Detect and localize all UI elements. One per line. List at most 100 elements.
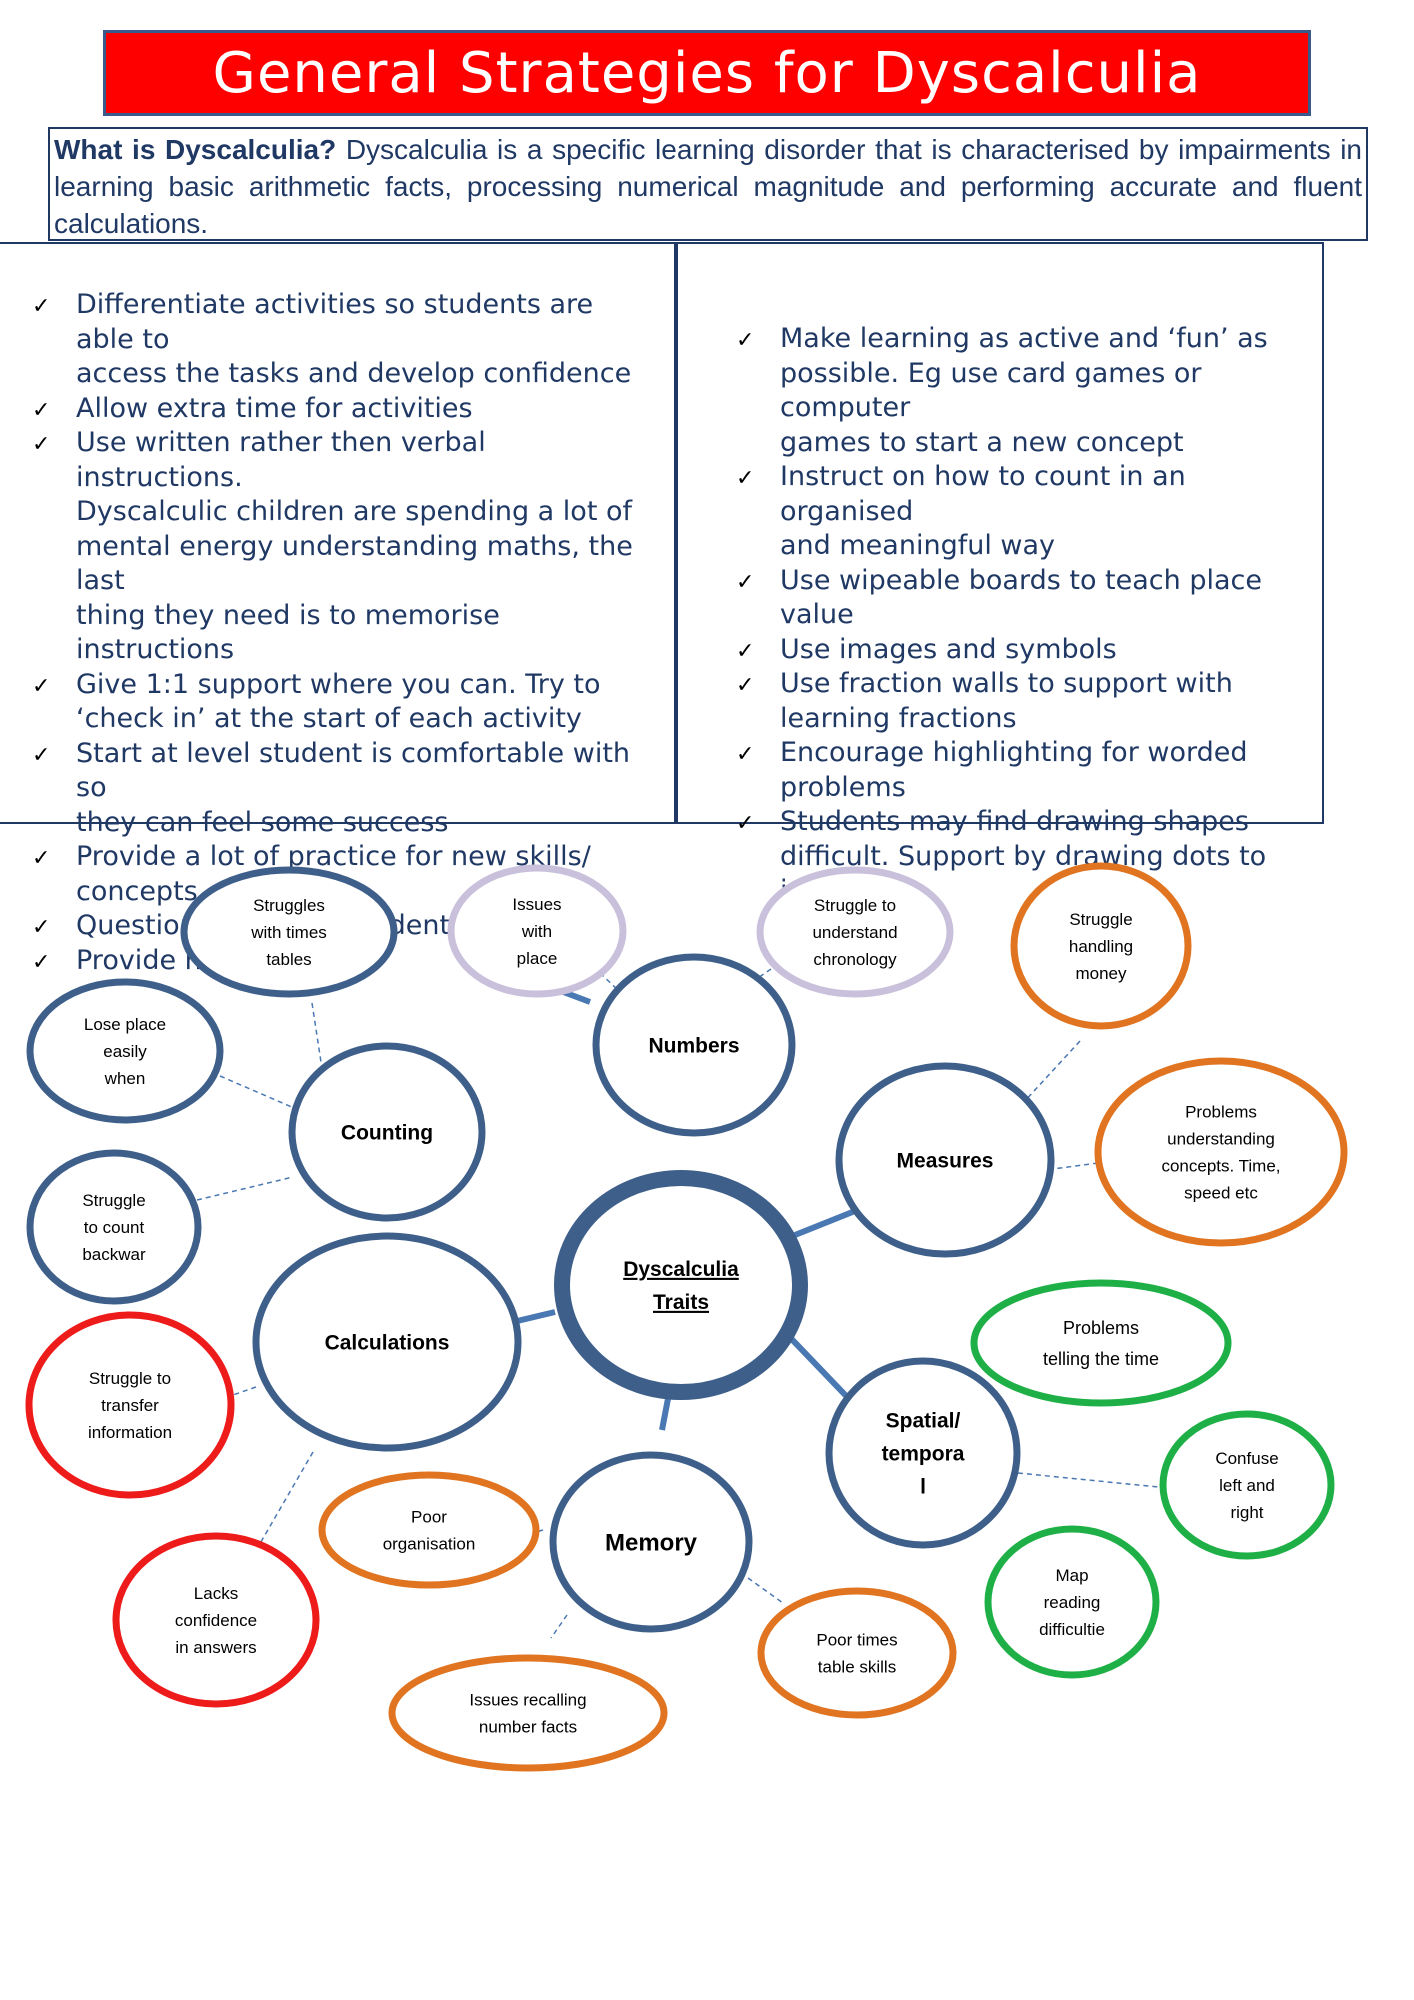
checkmark-icon: ✓ — [32, 432, 51, 457]
traits-mind-map: CountingNumbersMeasuresCalculationsSpati… — [25, 862, 1348, 1772]
right-strategy-item-line: Make learning as active and ‘fun’ as — [780, 323, 1268, 354]
leaf-times-tables-label: Struggles — [253, 896, 325, 915]
checkmark-icon: ✓ — [736, 638, 755, 664]
hub-memory-bubble — [549, 1451, 753, 1633]
left-strategy-item-line: concepts — [76, 875, 198, 907]
spoke-spatial — [778, 1325, 854, 1404]
right-strategy-item-line: learning fractions — [780, 702, 1017, 734]
checkmark-icon: ✓ — [736, 466, 755, 491]
left-strategy-item-line: mental energy understanding maths, the l… — [76, 530, 633, 597]
leaf-lose-place-bubble — [26, 978, 224, 1124]
page-title: General Strategies for Dyscalculia — [212, 40, 1202, 106]
left-strategy-item-line: Use written rather then verbal instructi… — [76, 427, 486, 493]
leaf-transfer-bubble — [25, 1311, 235, 1499]
leaf-organisation-label: organisation — [383, 1534, 476, 1553]
leaf-map-reading-label: difficultie — [1039, 1620, 1105, 1639]
right-strategy-item-line: Students may find drawing shapes — [780, 806, 1249, 837]
connector-transfer — [232, 1386, 257, 1396]
right-strategy-item-line: Encourage highlighting for worded — [780, 737, 1248, 768]
leaf-recalling-label: number facts — [479, 1717, 577, 1736]
leaf-telling-time-label: telling the time — [1043, 1349, 1159, 1369]
left-strategy-item-line: Allow extra time for activities — [76, 392, 473, 424]
leaf-count-back-label: to count — [84, 1218, 145, 1237]
hub-numbers-bubble — [592, 953, 796, 1137]
leaf-count-back-label: backwar — [82, 1245, 146, 1264]
right-strategy-item-line: Use fraction walls to support with — [780, 668, 1233, 699]
checkmark-icon: ✓ — [736, 673, 755, 698]
hub-memory-label: Memory — [605, 1529, 698, 1556]
hub-counting-label: Counting — [341, 1121, 433, 1144]
leaf-concepts-label: understanding — [1167, 1129, 1275, 1148]
leaf-concepts-label: speed etc — [1184, 1183, 1258, 1202]
leaf-left-right-label: Confuse — [1215, 1449, 1278, 1468]
leaf-transfer-label: Struggle to — [89, 1369, 171, 1388]
leaf-confidence-label: confidence — [175, 1611, 257, 1630]
checkmark-icon: ✓ — [736, 742, 755, 767]
leaf-issues-place-label: Issues — [512, 895, 561, 914]
connector-left-right — [1017, 1472, 1179, 1490]
leaf-chronology-label: Struggle to — [814, 896, 896, 915]
left-strategy-item: ✓Provide a lot of practice for new skill… — [28, 840, 658, 909]
leaf-times-skills-bubble — [757, 1587, 957, 1719]
leaf-times-skills-label: table skills — [818, 1657, 896, 1676]
checkmark-icon: ✓ — [32, 846, 51, 871]
connector-money — [1022, 1040, 1081, 1104]
leaf-map-reading-label: reading — [1044, 1593, 1101, 1612]
connector-recalling — [550, 1614, 568, 1639]
checkmark-icon: ✓ — [736, 569, 755, 595]
right-strategy-item-line: Use images and symbols — [780, 633, 1117, 665]
leaf-map-reading-label: Map — [1055, 1566, 1088, 1585]
title-banner: General Strategies for Dyscalculia — [103, 30, 1311, 116]
left-strategy-item-line: thing they need is to memorise instructi… — [76, 599, 500, 666]
leaf-issues-place-bubble — [447, 864, 627, 998]
left-strategy-item: ✓ Use written rather then verbal instruct… — [28, 426, 658, 668]
checkmark-icon: ✓ — [736, 811, 755, 836]
leaf-money-label: Struggle — [1069, 910, 1132, 929]
checkmark-icon: ✓ — [32, 742, 51, 768]
leaf-chronology-bubble — [756, 866, 954, 998]
leaf-organisation-label: Poor — [411, 1507, 447, 1526]
checkmark-icon: ✓ — [32, 673, 51, 699]
strategies-panel: ✓Differentiate activities so students ar… — [0, 242, 1324, 976]
column-divider — [674, 244, 678, 822]
hub-measures-label: Measures — [897, 1149, 994, 1172]
checkmark-icon: ✓ — [32, 915, 51, 940]
left-strategy-item: ✓Allow extra time for activities — [28, 392, 658, 427]
leaf-organisation-bubble — [318, 1471, 540, 1589]
right-strategy-item-line: problems — [780, 771, 906, 803]
leaf-chronology-label: understand — [812, 923, 897, 942]
leaf-money-bubble — [1010, 862, 1192, 1030]
connector-lose-place — [219, 1075, 295, 1109]
left-strategy-item: ✓ Start at level student is comfortable w… — [28, 737, 658, 841]
leaf-telling-time-label: Problems — [1063, 1318, 1139, 1338]
left-strategy-item-line: they can feel some success — [76, 806, 449, 838]
spoke-measures — [793, 1206, 862, 1238]
leaf-times-tables-label: with times — [250, 923, 327, 942]
leaf-issues-place-label: with — [521, 922, 552, 941]
leaf-confidence-label: in answers — [175, 1638, 256, 1657]
right-strategy-item: ✓ Use images and symbols — [732, 633, 1317, 668]
center-bubble — [554, 1170, 808, 1400]
leaf-count-back-label: Struggle — [82, 1191, 145, 1210]
right-strategy-item-line: Instruct on how to count in an organised — [780, 461, 1186, 527]
leaf-confidence-label: Lacks — [194, 1584, 238, 1603]
hub-spatial-bubble — [825, 1357, 1021, 1549]
right-strategy-item: ✓ Instruct on how to count in an organise… — [732, 460, 1317, 564]
definition-box: What is Dyscalculia? Dyscalculia is a sp… — [48, 127, 1368, 241]
leaf-transfer-label: transfer — [101, 1396, 159, 1415]
connector-times-tables — [311, 1002, 322, 1063]
connector-confidence — [257, 1451, 314, 1548]
leaf-times-skills-label: Poor times — [816, 1630, 897, 1649]
connector-concepts — [1052, 1162, 1099, 1170]
left-strategy-item-line: ‘check in’ at the start of each activity — [76, 703, 582, 734]
left-strategy-item-line: Start at level student is comfortable wi… — [76, 737, 631, 804]
leaf-concepts-label: concepts. Time, — [1161, 1156, 1280, 1175]
leaf-count-back-bubble — [26, 1149, 202, 1305]
left-strategy-item-line: Give 1:1 support where you can. Try to — [76, 668, 601, 700]
right-strategy-item: ✓Use wipeable boards to teach place valu… — [732, 564, 1317, 633]
leaf-recalling-label: Issues recalling — [469, 1690, 586, 1709]
checkmark-icon: ✓ — [32, 949, 51, 975]
checkmark-icon: ✓ — [736, 328, 755, 353]
leaf-left-right-label: right — [1230, 1503, 1263, 1522]
